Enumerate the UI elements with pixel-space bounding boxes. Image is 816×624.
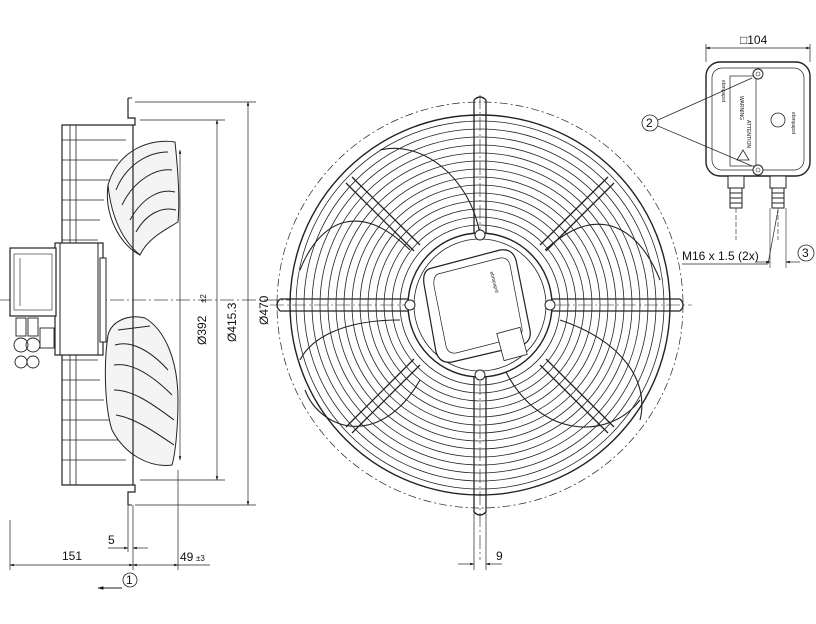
side-blade-lower [104,316,179,466]
dim-flange-thickness: 5 [108,533,115,547]
dim-terminal-width: □104 [740,33,768,47]
terminal-attention-label: ATTENTION [745,120,751,148]
svg-text:2: 2 [646,116,653,130]
svg-text:3: 3 [802,246,809,260]
dim-diameter-impeller-tol: ±2 [199,294,208,303]
terminal-brand-label: ebmpapst [720,80,726,103]
dim-depth-overall: 151 [62,549,82,563]
front-blades [299,147,661,428]
dim-diameter-impeller: Ø392 [195,315,209,345]
terminal-box-detail [657,44,811,268]
terminal-cable-glands [727,175,787,240]
dim-diameter-pitch: Ø415.3 [225,302,239,342]
side-blade-upper [106,140,180,256]
callout-airflow: 1 [122,572,138,588]
side-view-dimensions [9,101,256,590]
dim-depth-front: 49 [180,550,194,564]
guard-struts [276,96,684,516]
callout-gland-length: 3 [797,244,815,262]
dim-hole-width: 9 [496,549,503,563]
callout-screws: 2 [641,114,659,132]
front-view [270,95,692,560]
dim-depth-front-tol: ±3 [196,554,205,563]
guard-rings [289,114,671,496]
terminal-warning-label: WARNING [738,96,744,120]
front-box-brand: ebmpapst [488,271,500,294]
terminal-brand-label-right: ebmpapst [790,112,796,135]
side-view [0,97,290,506]
side-cable-glands [13,317,55,369]
dim-cable-gland: M16 x 1.5 (2x) [682,249,759,263]
motor-screws [404,229,556,381]
front-view-dimensions [458,512,502,570]
svg-text:1: 1 [126,573,133,587]
dim-diameter-outer: Ø470 [257,295,271,325]
